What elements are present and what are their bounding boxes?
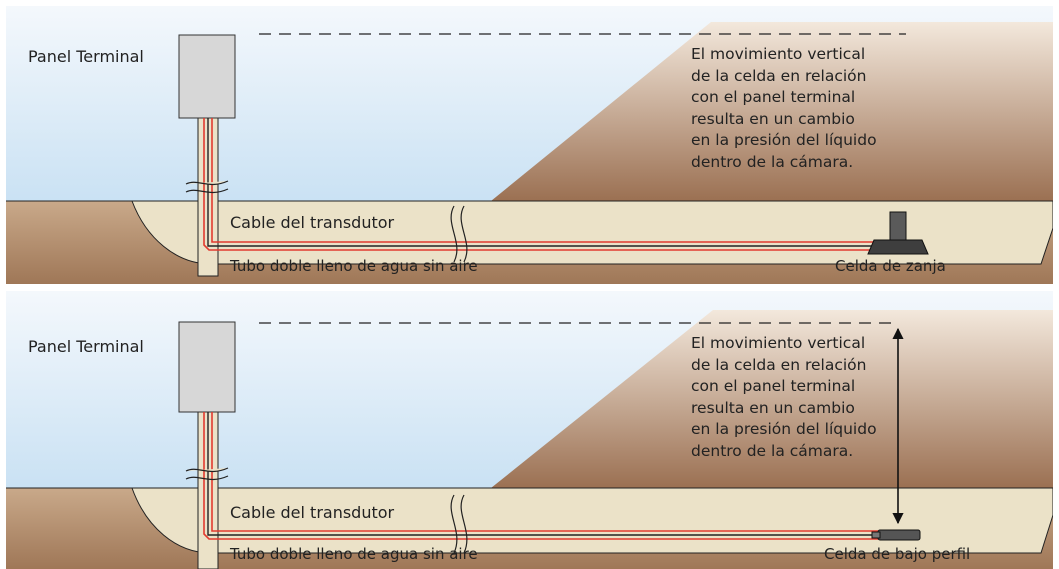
trench-backfill bbox=[131, 200, 1053, 265]
description-line: de la celda en relación bbox=[691, 355, 867, 374]
description-line: resulta en un cambio bbox=[691, 109, 855, 128]
trench-cell-diagram: Panel Terminal El movimiento vertical de… bbox=[6, 6, 1053, 284]
movement-description: El movimiento vertical de la celda en re… bbox=[691, 44, 891, 173]
cable-label: Cable del transdutor bbox=[230, 213, 395, 232]
cell-label: Celda de bajo perfil bbox=[824, 545, 971, 563]
description-line: El movimiento vertical bbox=[691, 45, 866, 63]
cell-label: Celda de zanja bbox=[835, 257, 946, 275]
description-line: dentro de la cámara. bbox=[691, 152, 854, 171]
tube-red-line bbox=[211, 118, 881, 243]
trench-backfill bbox=[131, 487, 1053, 554]
trench-cell bbox=[867, 211, 929, 255]
terminal-panel-box bbox=[178, 321, 236, 413]
panel-terminal-label: Panel Terminal bbox=[28, 47, 144, 66]
terminal-panel-box bbox=[178, 34, 236, 119]
description-line: en la presión del líquido bbox=[691, 131, 877, 149]
embankment bbox=[491, 310, 1053, 488]
low-profile-cell bbox=[871, 529, 921, 541]
description-line: El movimiento vertical bbox=[691, 334, 866, 352]
break-symbol bbox=[185, 180, 468, 263]
embankment bbox=[491, 22, 1053, 201]
description-line: resulta en un cambio bbox=[691, 398, 855, 417]
tube-red-line bbox=[211, 412, 878, 532]
tube-red-line bbox=[203, 118, 881, 251]
break-symbol bbox=[185, 467, 468, 554]
description-line: en la presión del líquido bbox=[691, 420, 877, 438]
description-line: con el panel terminal bbox=[691, 377, 856, 395]
tube-label: Tubo doble lleno de agua sin aire bbox=[230, 545, 478, 563]
low-profile-cell-diagram: Panel Terminal El movimiento vertical de… bbox=[6, 291, 1053, 569]
trench-cell-illustration bbox=[6, 6, 1053, 284]
tube-label: Tubo doble lleno de agua sin aire bbox=[230, 257, 478, 275]
low-profile-cell-illustration bbox=[6, 291, 1053, 569]
panel-terminal-label: Panel Terminal bbox=[28, 337, 144, 356]
description-line: de la celda en relación bbox=[691, 66, 867, 85]
tube-red-line bbox=[203, 412, 878, 540]
transducer-cable bbox=[207, 412, 878, 536]
movement-description: El movimiento vertical de la celda en re… bbox=[691, 333, 891, 462]
cable-label: Cable del transdutor bbox=[230, 503, 395, 522]
description-line: con el panel terminal bbox=[691, 88, 856, 106]
description-line: dentro de la cámara. bbox=[691, 441, 854, 460]
transducer-cable bbox=[207, 118, 881, 247]
